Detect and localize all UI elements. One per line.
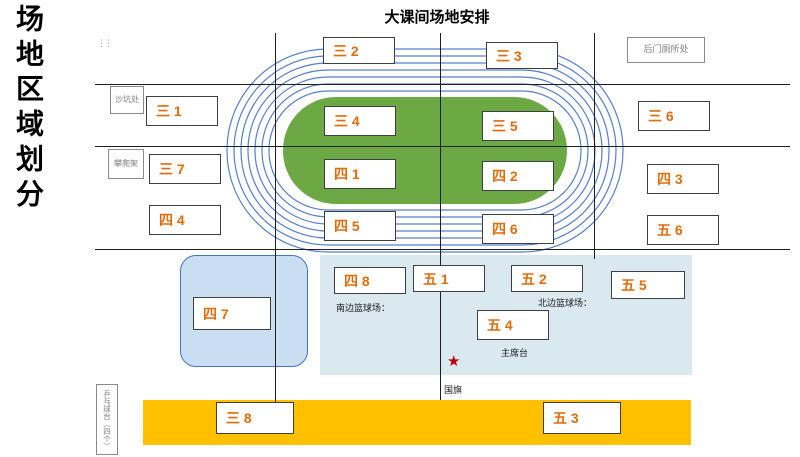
running-track: [226, 48, 624, 253]
zone-box-5-1: 五 1: [413, 265, 485, 292]
grid-hline-3: [95, 249, 790, 251]
north-basketball-label: 北边篮球场：: [538, 298, 593, 308]
grid-hline-1: [95, 84, 790, 86]
zone-box-3-5: 三 5: [482, 111, 554, 141]
zone-box-4-5: 四 5: [324, 211, 396, 241]
grid-hline-2: [95, 146, 790, 148]
zone-box-5-4: 五 4: [477, 310, 549, 340]
flag-label: 国旗: [444, 385, 463, 395]
zone-box-4-6: 四 6: [482, 214, 554, 244]
zone-box-4-7: 四 7: [193, 297, 271, 330]
zone-box-3-6: 三 6: [638, 101, 710, 131]
zone-box-4-2: 四 2: [482, 161, 554, 191]
page-title: 大课间场地安排: [384, 9, 490, 26]
side-title: 场地区域划分: [13, 4, 44, 214]
zone-box-5-3: 五 3: [543, 402, 621, 434]
pingpong-tables-box: 乒乓球台（四个）: [96, 384, 118, 455]
zone-box-4-3: 四 3: [647, 164, 719, 194]
zone-box-3-1: 三 1: [146, 96, 218, 126]
anchor-grip-icon: ⋮⋮: [97, 38, 113, 48]
climbing-frame-box: 攀爬架: [108, 149, 144, 179]
zone-box-3-8: 三 8: [216, 402, 294, 434]
zone-box-5-5: 五 5: [611, 271, 685, 299]
zone-box-4-4: 四 4: [149, 205, 221, 235]
flag-star-icon: ★: [447, 353, 461, 370]
zone-box-5-6: 五 6: [647, 215, 719, 245]
grid-vline-3: [594, 33, 596, 259]
zone-box-3-3: 三 3: [486, 42, 558, 69]
zone-box-5-2: 五 2: [511, 265, 583, 292]
sand-pit-box: 沙坑处: [110, 86, 144, 114]
podium-label: 主席台: [501, 348, 529, 358]
zone-box-3-4: 三 4: [324, 106, 396, 136]
grid-vline-2: [440, 33, 442, 400]
back-toilet-box: 后门厕所处: [627, 37, 705, 63]
south-basketball-label: 南边篮球场：: [336, 303, 391, 313]
zone-box-4-1: 四 1: [324, 159, 396, 189]
zone-box-3-7: 三 7: [149, 154, 221, 184]
grid-vline-1: [275, 33, 277, 402]
zone-box-3-2: 三 2: [323, 37, 395, 64]
zone-box-4-8: 四 8: [334, 267, 406, 294]
